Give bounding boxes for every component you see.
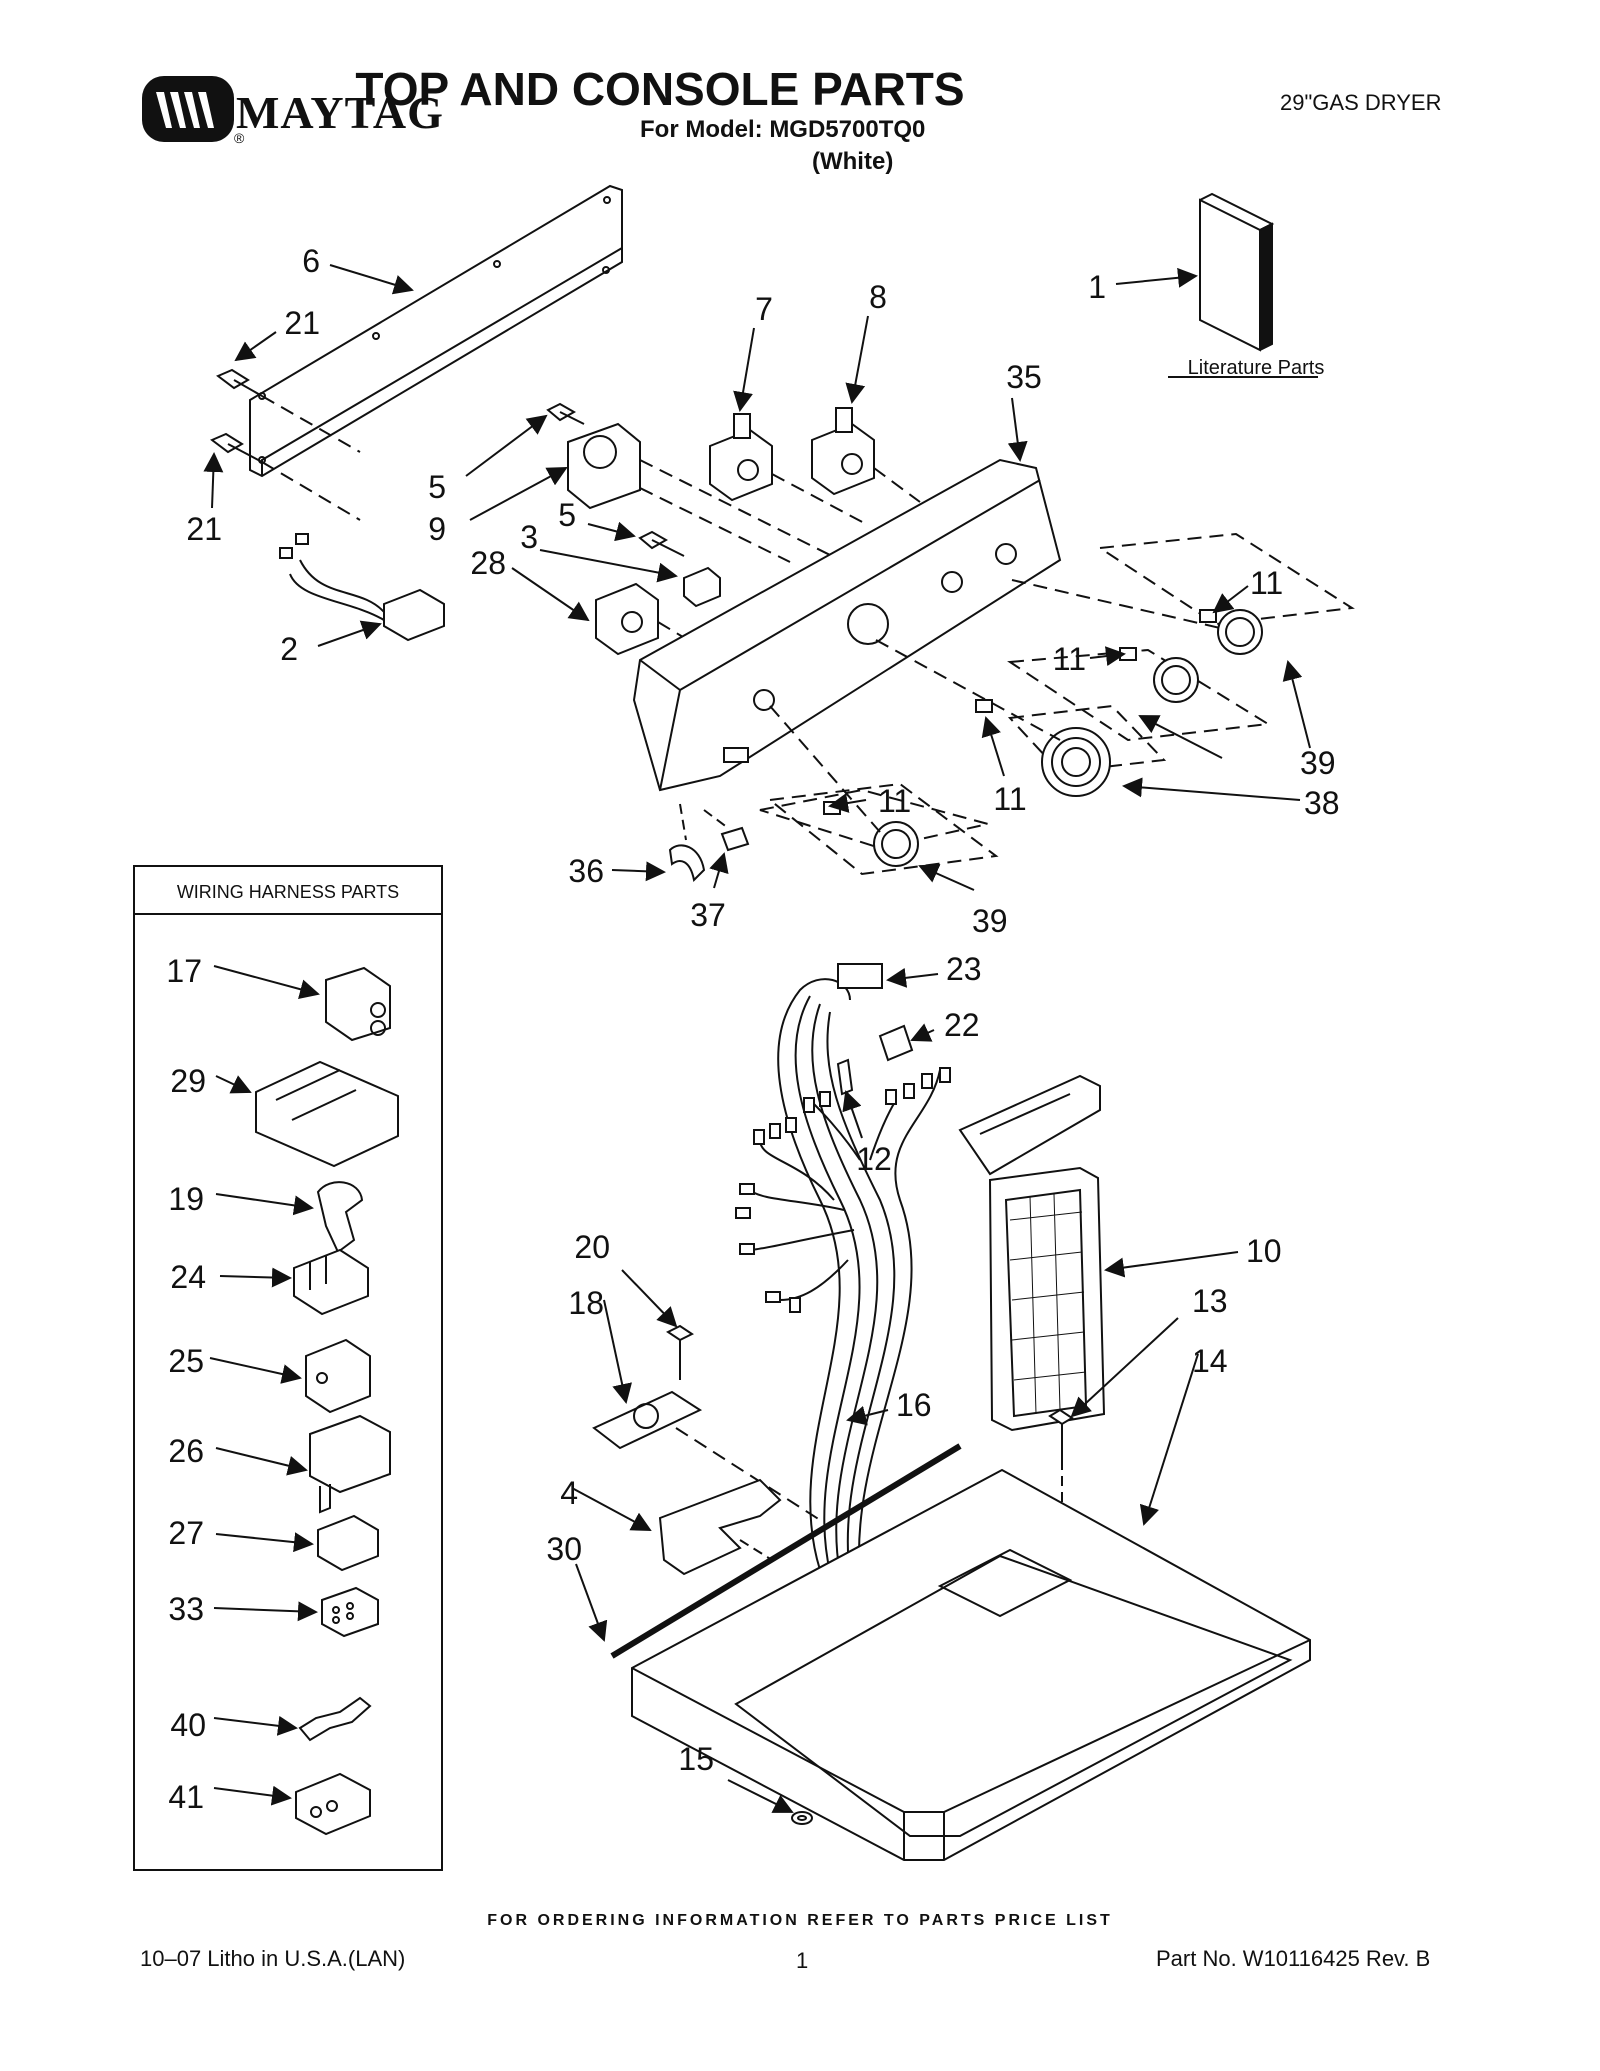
callout-4: 4 — [560, 1475, 578, 1511]
clip-icon — [668, 803, 750, 883]
callout-19: 19 — [168, 1181, 204, 1217]
callout-29: 29 — [170, 1063, 206, 1099]
callout-40: 40 — [170, 1707, 206, 1743]
callout-39: 39 — [972, 903, 1008, 939]
callout-11: 11 — [878, 783, 911, 819]
connector-33-icon — [321, 1586, 379, 1638]
callout-18: 18 — [568, 1285, 604, 1321]
callout-5: 5 — [428, 469, 446, 505]
page-number: 1 — [796, 1948, 809, 1973]
callout-15: 15 — [678, 1741, 714, 1777]
timer-switch-icon — [546, 402, 641, 510]
switch-clip-icon — [638, 530, 721, 608]
callout-26: 26 — [168, 1433, 204, 1469]
terminal-40-icon — [298, 1696, 372, 1742]
callout-11: 11 — [993, 781, 1026, 817]
callout-30: 30 — [546, 1531, 582, 1567]
callout-8: 8 — [869, 279, 887, 315]
selector-switch-icon — [811, 407, 875, 496]
callout-17: 17 — [166, 953, 202, 989]
callout-24: 24 — [170, 1259, 206, 1295]
callout-11: 11 — [1053, 641, 1086, 677]
callout-5: 5 — [558, 497, 576, 533]
connector-17-icon — [325, 966, 391, 1042]
heat-shield-icon — [658, 1478, 782, 1576]
screw-icon — [1048, 1408, 1074, 1460]
callout-2: 2 — [280, 631, 298, 667]
callout-10: 10 — [1246, 1233, 1282, 1269]
wiring-harness-box-title: WIRING HARNESS PARTS — [177, 882, 399, 902]
callout-37: 37 — [690, 897, 726, 933]
model-line: For Model: MGD5700TQ0 — [640, 116, 926, 143]
console-panel-icon — [632, 458, 1062, 792]
connector-26-icon — [309, 1414, 391, 1514]
part-number: Part No. W10116425 Rev. B — [1156, 1946, 1431, 1971]
wire-harness-connector-icon — [279, 533, 445, 642]
callout-38: 38 — [1304, 785, 1340, 821]
connector-27-icon — [317, 1514, 379, 1572]
lint-filter-icon — [958, 1074, 1106, 1432]
callout-6: 6 — [302, 243, 320, 279]
bracket-icon — [592, 1390, 703, 1450]
page-title: TOP AND CONSOLE PARTS — [355, 63, 965, 115]
screw-icon — [210, 368, 263, 463]
callout-22: 22 — [944, 1007, 980, 1043]
callout-13: 13 — [1192, 1283, 1228, 1319]
product-type: 29"GAS DRYER — [1280, 90, 1442, 115]
callout-28: 28 — [470, 545, 506, 581]
console-back-panel-icon — [249, 184, 623, 478]
callout-9: 9 — [428, 511, 446, 547]
brand-logo: MAYTAG ® — [140, 72, 443, 152]
callout-21: 21 — [284, 305, 320, 341]
callout-14: 14 — [1192, 1343, 1228, 1379]
callout-1: 1 — [1088, 269, 1106, 305]
main-wire-harness-icon — [735, 963, 951, 1579]
knob-icon — [873, 609, 1263, 867]
selector-switch-icon — [709, 413, 773, 502]
maytag-emblem-icon — [142, 76, 234, 142]
callout-16: 16 — [896, 1387, 932, 1423]
callout-36: 36 — [568, 853, 604, 889]
connector-41-icon — [295, 1772, 371, 1836]
connector-29-icon — [255, 1060, 399, 1168]
callout-33: 33 — [168, 1591, 204, 1627]
screw-icon — [666, 1324, 694, 1380]
callout-41: 41 — [168, 1779, 204, 1815]
callout-20: 20 — [574, 1229, 610, 1265]
rotary-switch-icon — [595, 582, 659, 656]
literature-parts-label: Literature Parts — [1188, 357, 1325, 379]
callout-3: 3 — [520, 519, 538, 555]
litho-line: 10–07 Litho in U.S.A.(LAN) — [140, 1946, 406, 1971]
callout-12: 12 — [856, 1141, 892, 1177]
callout-23: 23 — [946, 951, 982, 987]
connector-25-icon — [305, 1338, 371, 1414]
literature-book-icon — [1199, 192, 1275, 352]
callout-25: 25 — [168, 1343, 204, 1379]
brand-name: MAYTAG — [236, 87, 444, 138]
callout-39: 39 — [1300, 745, 1336, 781]
connector-24-icon — [293, 1248, 369, 1316]
registered-mark: ® — [234, 130, 245, 146]
top-panel-icon — [631, 1468, 1311, 1861]
ordering-note: FOR ORDERING INFORMATION REFER TO PARTS … — [487, 1912, 1113, 1929]
color-line: (White) — [812, 148, 894, 175]
push-pin-19-icon — [316, 1181, 364, 1254]
callout-27: 27 — [168, 1515, 204, 1551]
callout-11: 11 — [1250, 565, 1283, 601]
callout-7: 7 — [755, 291, 773, 327]
callout-35: 35 — [1006, 359, 1042, 395]
bumper-icon — [791, 1811, 813, 1825]
callout-21: 21 — [186, 511, 222, 547]
